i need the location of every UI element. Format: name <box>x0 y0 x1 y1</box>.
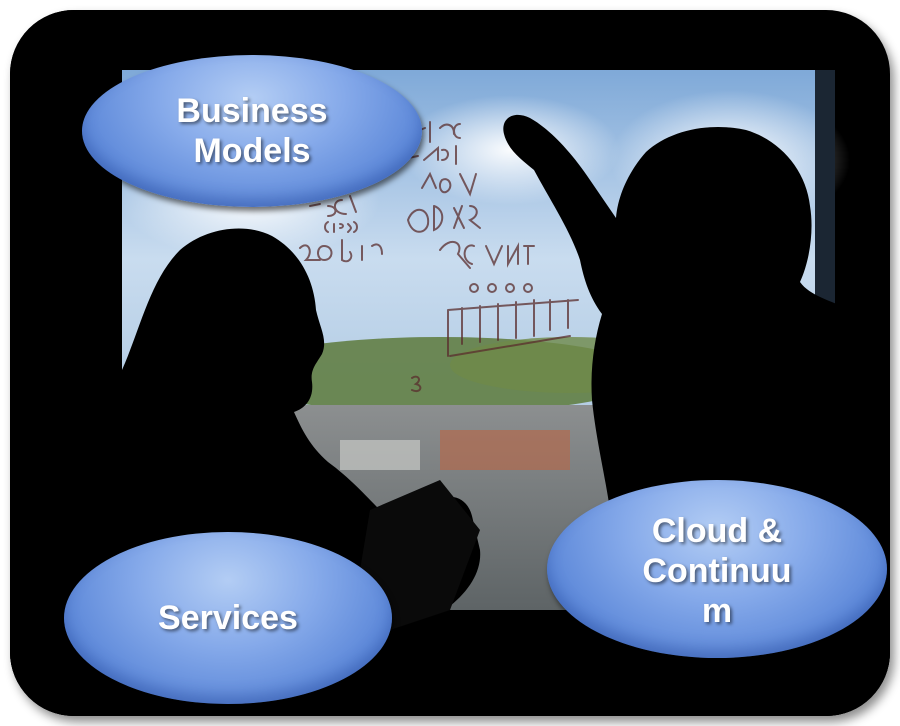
services-bubble: Services <box>64 532 392 704</box>
held-papers <box>360 480 480 630</box>
building-blur <box>340 440 420 470</box>
building-blur <box>440 430 570 470</box>
cloud-continuum-label: Cloud & Continuu m <box>642 512 792 630</box>
services-label: Services <box>158 599 298 637</box>
business-models-bubble: Business Models <box>82 55 422 207</box>
cloud-continuum-bubble: Cloud & Continuu m <box>547 480 887 658</box>
business-models-label: Business Models <box>176 92 328 170</box>
photo-frame: Business Models Services Cloud & Continu… <box>10 10 890 716</box>
